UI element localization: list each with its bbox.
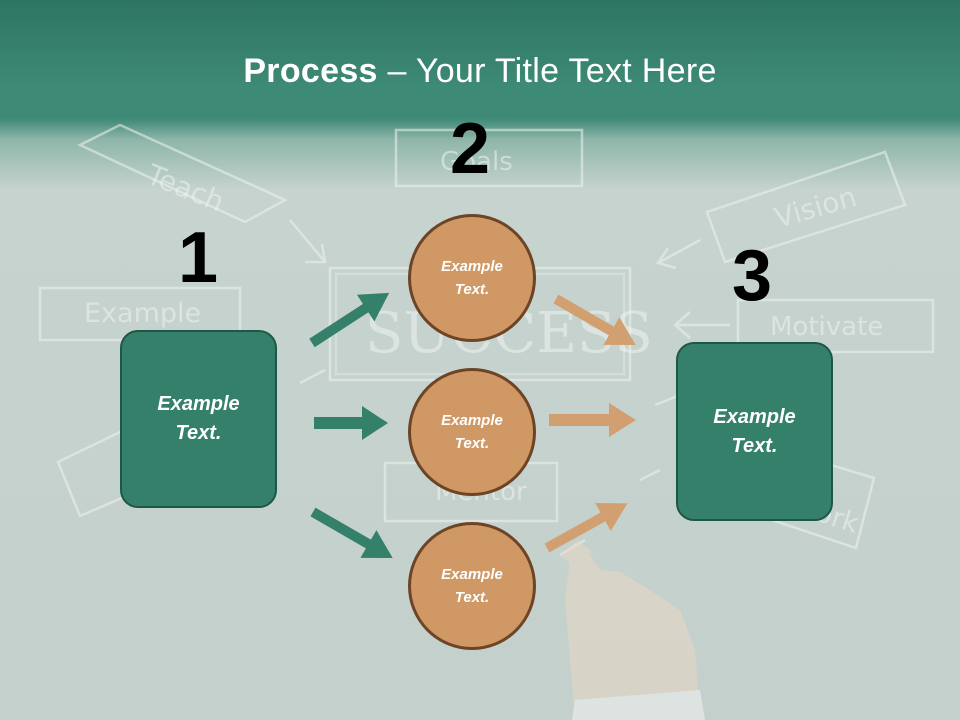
title-rest: – Your Title Text Here xyxy=(377,52,717,90)
right-text-box[interactable]: Example Text. xyxy=(676,342,833,521)
circle-middle[interactable]: Example Text. xyxy=(408,368,536,496)
orange-arrows xyxy=(544,294,636,553)
page-title: Process – Your Title Text Here xyxy=(0,52,960,91)
title-band xyxy=(0,0,960,130)
step-number-3: 3 xyxy=(732,236,773,316)
step-number-2: 2 xyxy=(450,109,491,189)
circle-bottom[interactable]: Example Text. xyxy=(408,522,536,650)
chalk-word-example: Example xyxy=(84,298,201,329)
circle-top[interactable]: Example Text. xyxy=(408,214,536,342)
chalk-word-motivate: Motivate xyxy=(770,312,883,342)
hand-image xyxy=(560,540,705,720)
title-strong: Process xyxy=(243,52,378,90)
green-arrows xyxy=(309,292,393,558)
left-text-box[interactable]: Example Text. xyxy=(120,330,277,508)
step-number-1: 1 xyxy=(178,218,219,298)
chalk-word-goals: Goals xyxy=(440,147,513,177)
